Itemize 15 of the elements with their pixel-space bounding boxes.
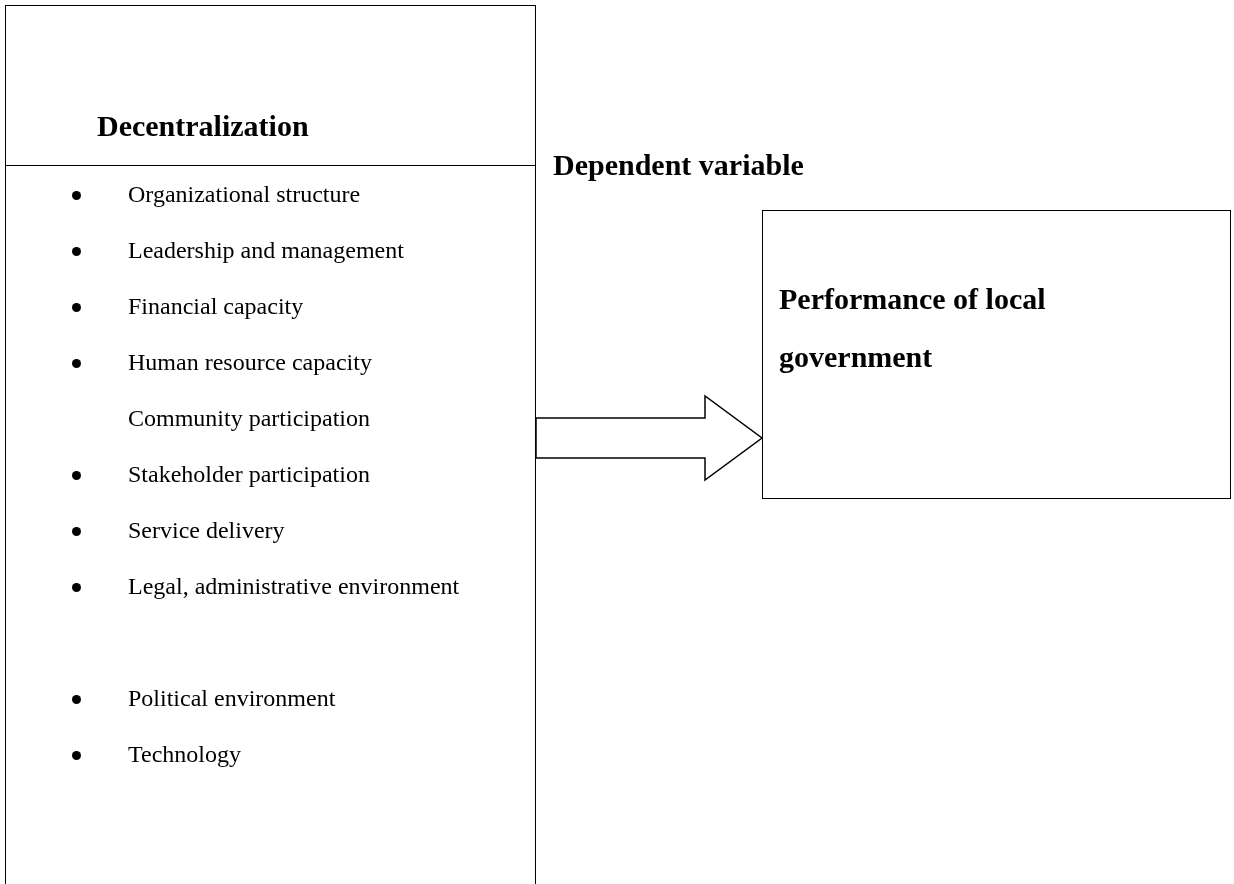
list-item: Political environment	[128, 684, 337, 713]
block-arrow	[535, 394, 764, 482]
section-label: Dependent variable	[553, 148, 804, 182]
list-item: Technology	[128, 740, 242, 769]
list-item: Stakeholder participation	[128, 460, 371, 489]
list-item: Organizational structure	[128, 180, 362, 209]
outcome-box	[762, 210, 1231, 499]
list-item: Financial capacity	[128, 292, 305, 321]
list-item: Human resource capacity Community participation	[128, 348, 373, 433]
list-item: Legal, administrative environment	[128, 572, 461, 601]
variable-box	[5, 5, 536, 884]
box-title: Performance of local government	[779, 281, 1047, 375]
box-heading: Decentralization	[97, 109, 309, 143]
list-item: Service delivery	[128, 516, 286, 545]
list-item: Leadership and management	[128, 236, 405, 265]
